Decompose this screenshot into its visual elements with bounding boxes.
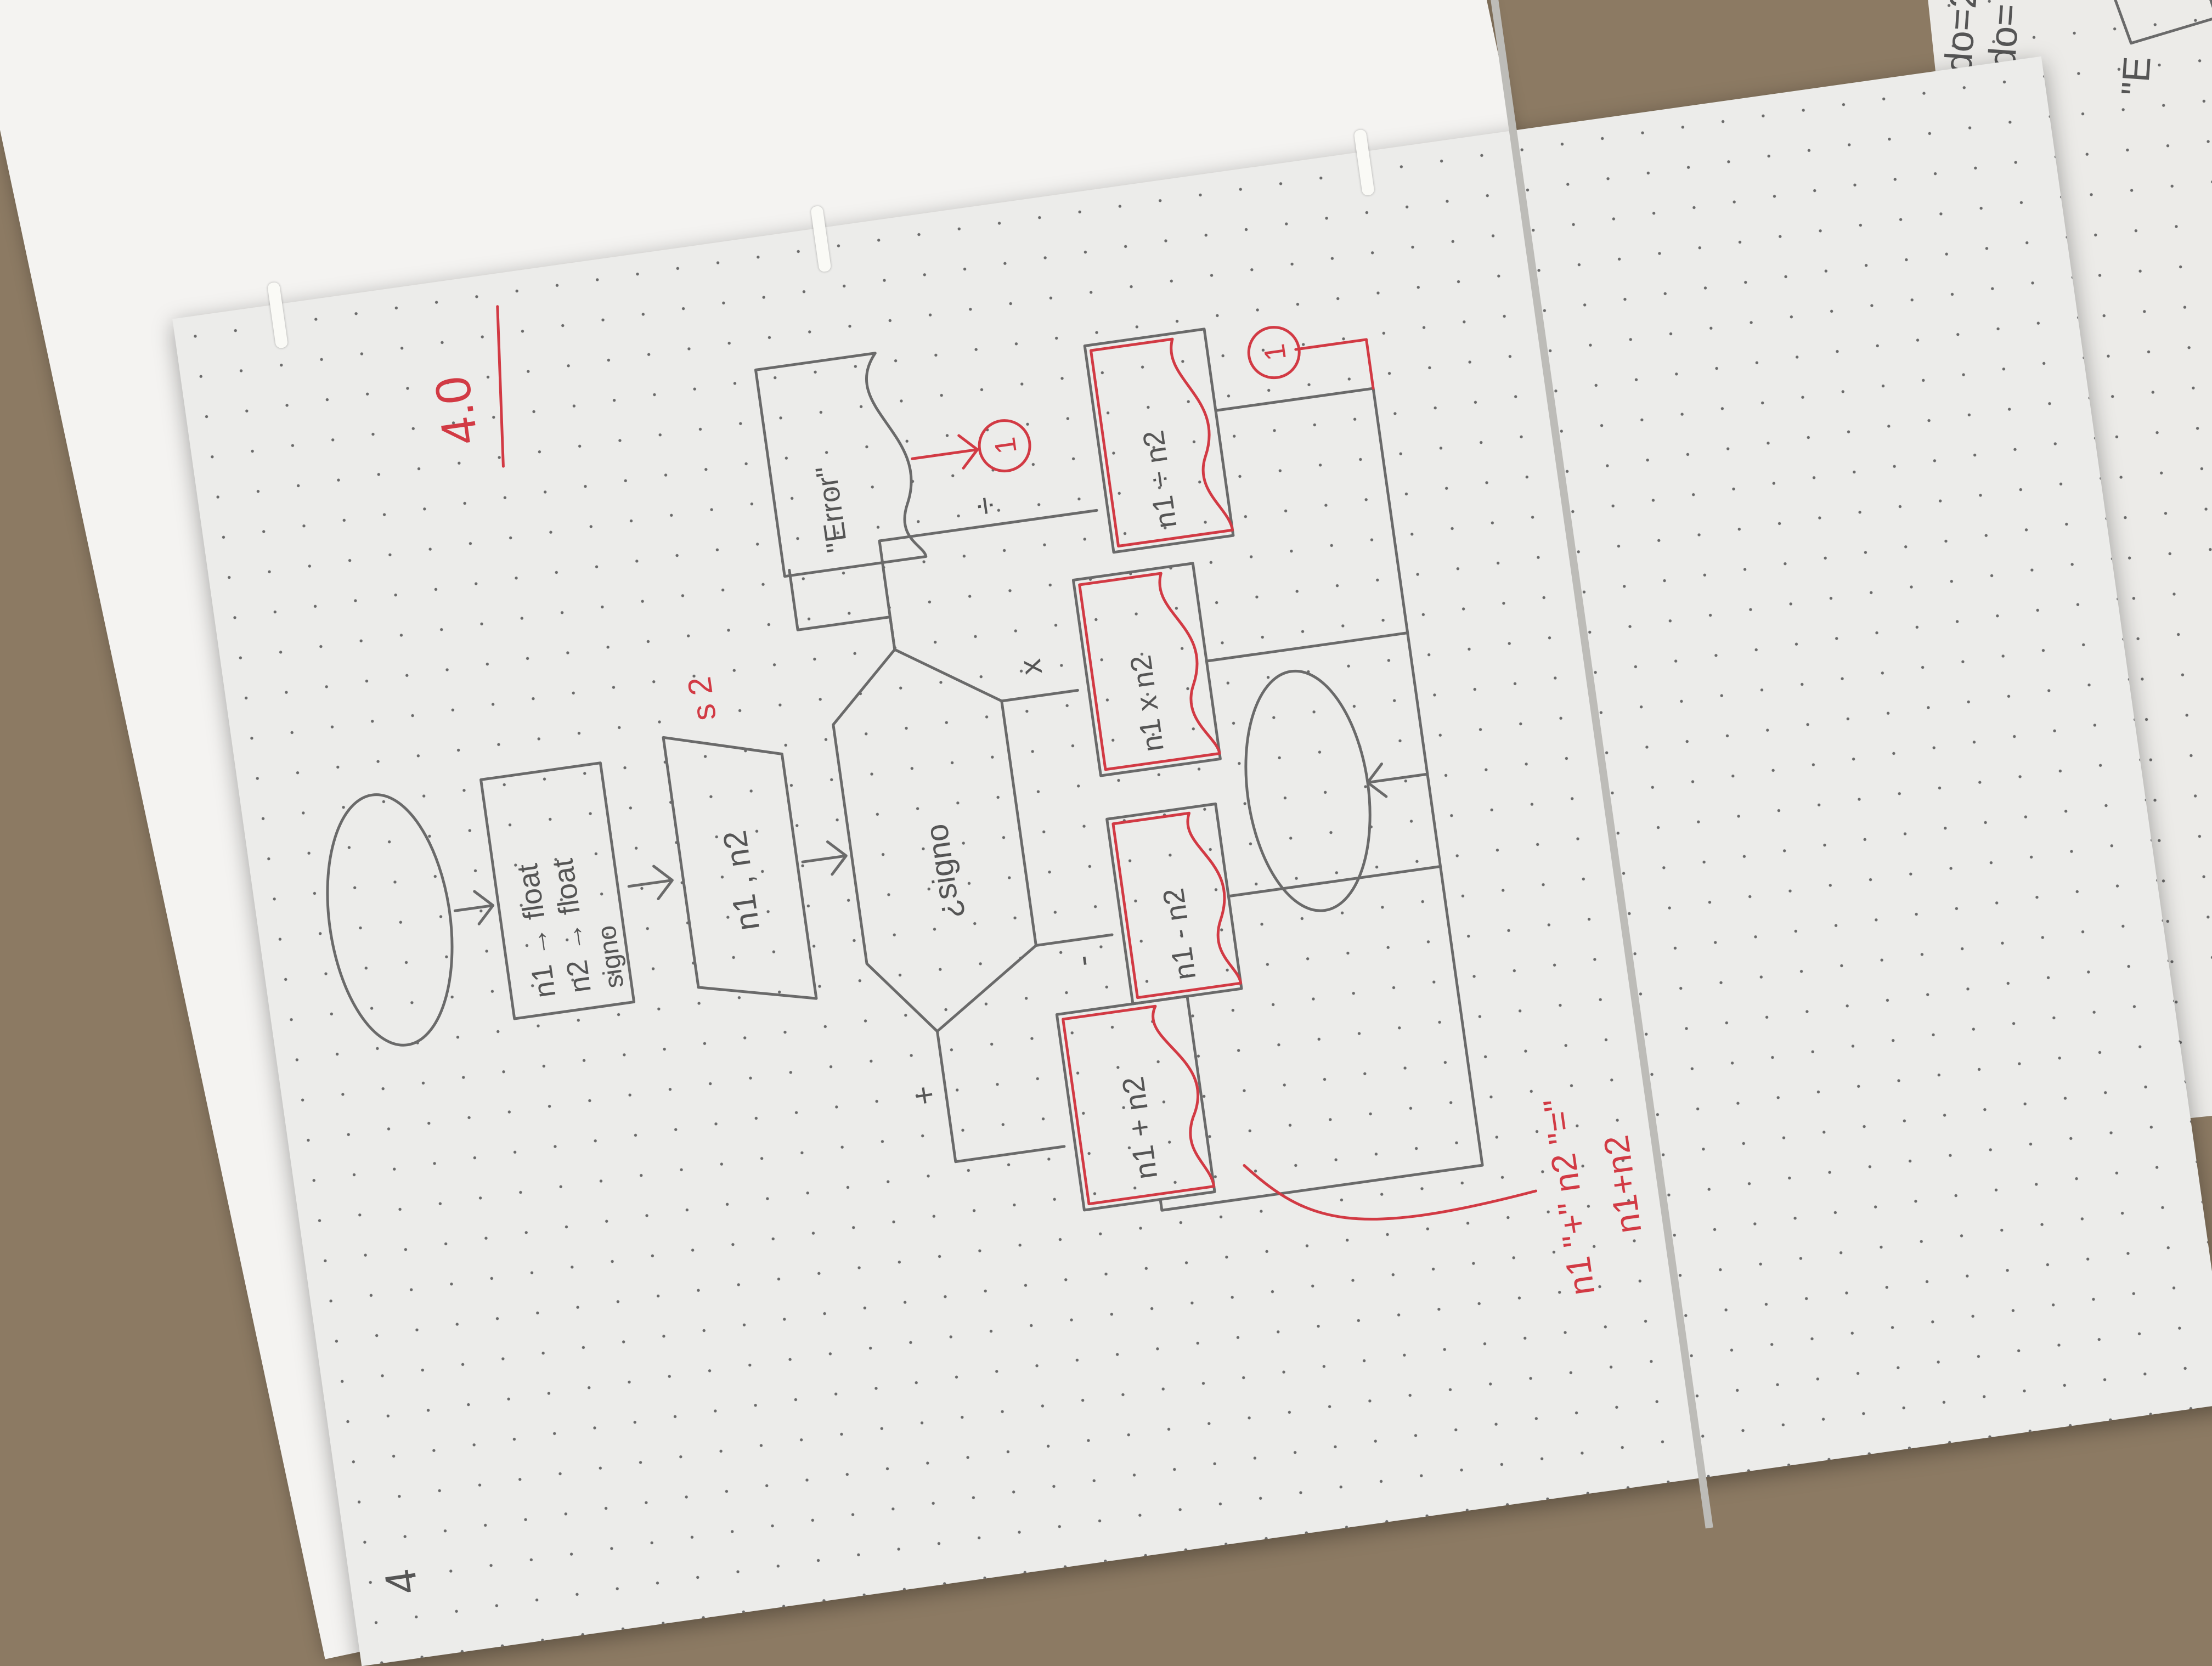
notebook-page: 4 4.0 n1 → float n2 → float signo n1 , n… — [172, 56, 2212, 1666]
s2-label: s 2 — [681, 675, 723, 724]
process-box-add: n1 + n2 — [1055, 995, 1216, 1212]
grade-underline — [496, 305, 505, 468]
operator-label: ÷ — [966, 494, 1005, 517]
error-output-shape — [754, 352, 928, 578]
red-arrow — [1243, 1164, 1538, 1221]
red-note: n1+n2 — [1596, 1133, 1649, 1236]
connector-circle — [978, 419, 1031, 473]
flow-arrow — [627, 865, 674, 900]
connector-circle — [1247, 326, 1301, 380]
branch-minus-line — [1034, 933, 1114, 947]
page-number: 4 — [375, 1566, 427, 1597]
process-box-multiply: n1 x n2 — [1071, 562, 1222, 777]
process-label: n1 - n2 — [1157, 886, 1203, 982]
red-note: n1 "+" n2 "=" — [1536, 1096, 1602, 1298]
end-terminal — [1244, 669, 1372, 912]
right-page-error-fragment: "E — [2113, 55, 2159, 97]
io-parallelogram — [662, 736, 818, 1000]
flow-arrow — [1366, 763, 1429, 798]
branch-divide-line — [878, 509, 1098, 651]
decision-label: ¿signo — [918, 822, 967, 921]
start-terminal — [326, 793, 454, 1047]
error-output-label: "Error" — [809, 464, 854, 555]
branch-times-line — [1000, 688, 1079, 703]
process-box-divide: n1 ÷ n2 — [1083, 327, 1235, 554]
operator-label: + — [904, 1083, 943, 1108]
flowchart-drawing: 4 4.0 n1 → float n2 → float signo n1 , n… — [326, 305, 1649, 1597]
process-label: n1 + n2 — [1115, 1075, 1164, 1182]
operator-label: x — [1012, 657, 1048, 677]
merge-line — [1205, 631, 1442, 898]
flow-arrow — [801, 840, 848, 876]
input-box — [479, 761, 636, 1020]
flow-arrow — [453, 890, 495, 925]
operator-label: - — [1063, 953, 1101, 969]
connector-label: 1 — [1257, 342, 1293, 363]
connector-label: 1 — [988, 435, 1023, 456]
connector-line — [1294, 338, 1375, 390]
process-label: n1 ÷ n2 — [1137, 428, 1183, 530]
process-box-subtract: n1 - n2 — [1105, 802, 1243, 1006]
io-label: n1 , n2 — [716, 828, 766, 933]
process-label: n1 x n2 — [1124, 653, 1170, 754]
branch-plus-line — [935, 1030, 1066, 1164]
error-connector-arrow — [911, 434, 979, 470]
grade: 4.0 — [425, 372, 488, 448]
merge-line — [1159, 387, 1484, 1212]
right-page-shape — [2106, 0, 2212, 45]
